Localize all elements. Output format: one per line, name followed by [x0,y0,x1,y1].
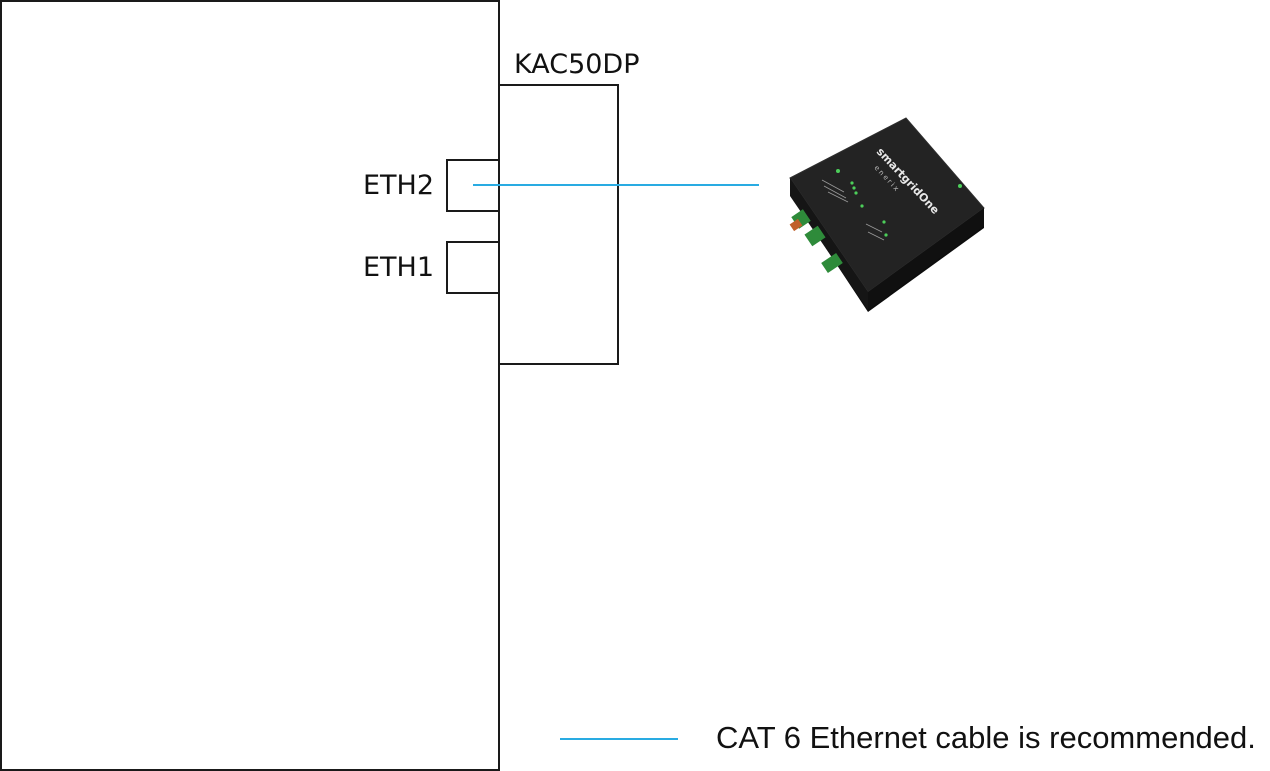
legend-text: CAT 6 Ethernet cable is recommended. [716,720,1256,755]
eth2-port-label: ETH2 [363,170,435,201]
model-label: KAC50DP [514,49,640,80]
terminal-connector [789,218,803,232]
legend-cable-sample [560,738,678,740]
gateway-device-icon: smartgridOne enerix [789,117,985,312]
communication-module-box [498,84,619,365]
inverter-enclosure [0,0,500,771]
ethernet-cable [473,184,759,186]
terminal-block [821,252,843,274]
terminal-block [804,225,826,247]
eth1-port [446,241,500,294]
eth1-port-label: ETH1 [363,252,435,283]
